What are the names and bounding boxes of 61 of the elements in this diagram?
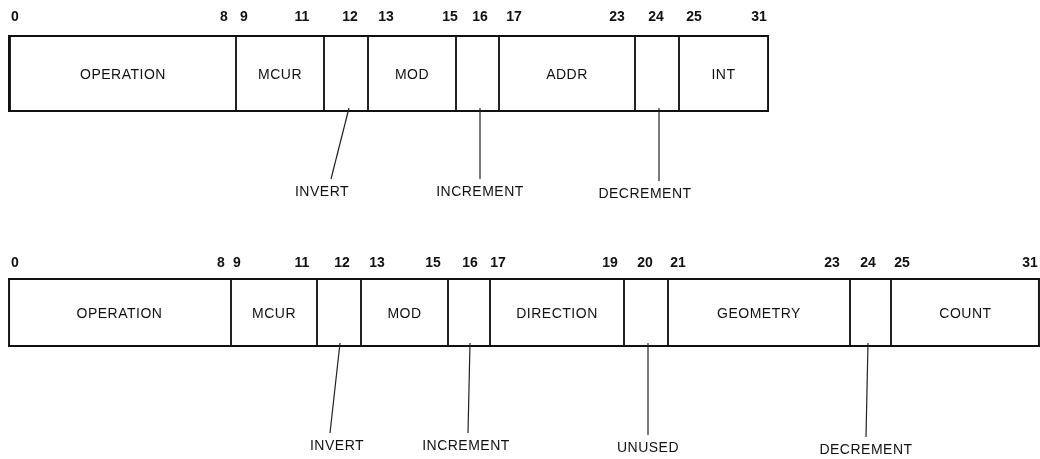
bit-number: 31 xyxy=(751,8,767,24)
field-cell: GEOMETRY xyxy=(668,280,850,345)
bit-number: 8 xyxy=(220,8,228,24)
bit-cell xyxy=(624,280,668,345)
bit-number: 24 xyxy=(860,254,876,270)
bit-cell xyxy=(317,280,361,345)
leader-line xyxy=(865,342,869,438)
field-cell: ADDR xyxy=(499,37,635,110)
field-label: INVERT xyxy=(294,183,350,199)
leader-line xyxy=(330,107,350,180)
bit-number: 24 xyxy=(648,8,664,24)
field-label: INCREMENT xyxy=(436,183,524,199)
bit-number: 8 xyxy=(217,254,225,270)
bit-cell xyxy=(850,280,891,345)
bit-cell xyxy=(324,37,368,110)
bit-number: 0 xyxy=(11,254,19,270)
bit-number: 9 xyxy=(233,254,241,270)
field-cell: DIRECTION xyxy=(490,280,624,345)
field-cell: COUNT xyxy=(891,280,1040,345)
bit-number: 9 xyxy=(240,8,248,24)
field-cell: MCUR xyxy=(231,280,317,345)
bit-number: 15 xyxy=(442,8,458,24)
field-cell: MCUR xyxy=(236,37,324,110)
bit-cell xyxy=(456,37,499,110)
field-label: INVERT xyxy=(309,437,365,453)
field-label: UNUSED xyxy=(616,439,680,455)
field-cell: INT xyxy=(679,37,768,110)
bit-number: 16 xyxy=(472,8,488,24)
bit-number: 20 xyxy=(637,254,653,270)
bit-number: 15 xyxy=(425,254,441,270)
bit-cell xyxy=(448,280,490,345)
bit-number: 13 xyxy=(378,8,394,24)
leader-line xyxy=(467,342,471,434)
field-cell: OPERATION xyxy=(8,280,231,345)
bit-number: 12 xyxy=(342,8,358,24)
bit-number: 25 xyxy=(894,254,910,270)
field-cell: MOD xyxy=(361,280,448,345)
bit-cell xyxy=(635,37,679,110)
leader-line xyxy=(479,107,481,180)
bit-number: 17 xyxy=(506,8,522,24)
bit-number: 31 xyxy=(1022,254,1038,270)
bit-number: 23 xyxy=(609,8,625,24)
field-label: DECREMENT xyxy=(819,441,913,457)
bit-number: 12 xyxy=(334,254,350,270)
field-cell: MOD xyxy=(368,37,456,110)
bit-number: 17 xyxy=(490,254,506,270)
field-label: DECREMENT xyxy=(598,185,692,201)
leader-line xyxy=(658,107,660,182)
bit-number: 13 xyxy=(369,254,385,270)
leader-line xyxy=(647,342,649,436)
bit-number: 23 xyxy=(824,254,840,270)
field-label: INCREMENT xyxy=(422,437,510,453)
bit-number: 16 xyxy=(462,254,478,270)
bit-number: 11 xyxy=(294,8,310,24)
bit-number: 21 xyxy=(670,254,686,270)
bit-number: 0 xyxy=(11,8,19,24)
field-cell: OPERATION xyxy=(10,37,236,110)
bit-number: 25 xyxy=(686,8,702,24)
bit-number: 11 xyxy=(294,254,310,270)
bit-number: 19 xyxy=(602,254,618,270)
leader-line xyxy=(329,342,341,434)
